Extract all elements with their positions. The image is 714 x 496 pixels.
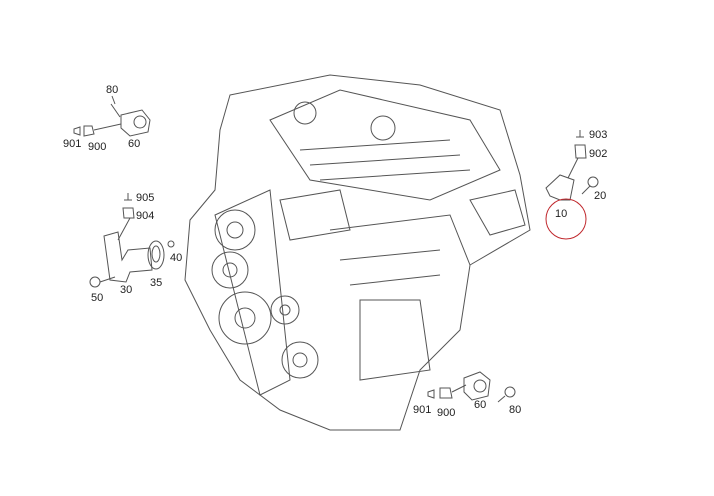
camshaft-sensor-left: [89, 193, 175, 288]
callout-905[interactable]: 905: [136, 192, 155, 204]
engine-block: [184, 74, 531, 431]
callout-80[interactable]: 80: [509, 404, 522, 416]
highlight-circle: [545, 198, 587, 240]
callout-903[interactable]: 903: [589, 129, 608, 141]
callout-902[interactable]: 902: [589, 148, 608, 160]
callout-10[interactable]: 10: [555, 208, 568, 220]
callout-80[interactable]: 80: [106, 84, 119, 96]
crankshaft-sensor-right: [545, 130, 599, 240]
callout-900[interactable]: 900: [437, 407, 456, 419]
callout-901[interactable]: 901: [63, 138, 82, 150]
callout-20[interactable]: 20: [594, 190, 607, 202]
callout-50[interactable]: 50: [91, 292, 104, 304]
engine-pulleys: [211, 101, 396, 396]
callout-60[interactable]: 60: [474, 399, 487, 411]
callout-35[interactable]: 35: [150, 277, 163, 289]
knock-sensor-bottom: [427, 371, 516, 403]
callout-900[interactable]: 900: [88, 141, 107, 153]
callout-904[interactable]: 904: [136, 210, 155, 222]
callout-40[interactable]: 40: [170, 252, 183, 264]
callout-901[interactable]: 901: [413, 404, 432, 416]
callout-30[interactable]: 30: [120, 284, 133, 296]
callout-60[interactable]: 60: [128, 138, 141, 150]
knock-sensor-top-left: [73, 95, 151, 137]
